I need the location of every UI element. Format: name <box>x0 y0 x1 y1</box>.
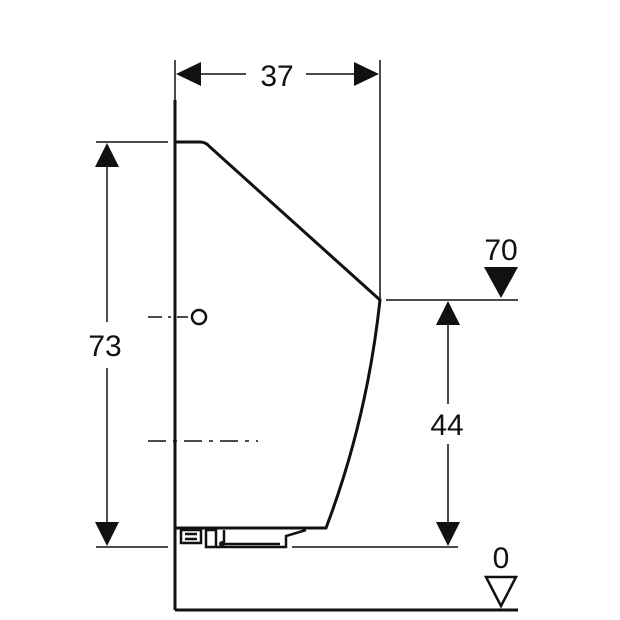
total-height-label: 73 <box>88 330 121 363</box>
outlet-screw <box>219 541 225 547</box>
width-arrow-right <box>354 62 379 86</box>
outlet-detail <box>179 528 307 549</box>
rim-arrow-bottom <box>436 522 460 546</box>
center-lines <box>148 316 258 442</box>
rim-level-label: 70 <box>484 234 517 267</box>
urinal-outline <box>175 140 382 530</box>
water-inlet-symbol <box>190 308 208 326</box>
height-arrow-top <box>95 143 119 167</box>
urinal-body <box>175 140 382 549</box>
width-arrow-left <box>176 62 201 86</box>
total-height-dimension: 73 <box>88 141 168 548</box>
outlet-pipe <box>216 528 307 549</box>
rim-level-triangle <box>484 267 518 298</box>
wall-and-floor <box>173 100 518 612</box>
rim-height-label: 44 <box>430 409 463 442</box>
floor-level-triangle <box>483 575 519 609</box>
outlet-connector <box>204 528 218 549</box>
floor-level-label: 0 <box>493 542 510 575</box>
outlet-inner-pipe <box>222 530 280 546</box>
outlet-box-left <box>179 528 203 545</box>
floor-level-marker: 0 <box>483 542 519 609</box>
width-dimension-label: 37 <box>260 60 293 93</box>
width-dimension: 37 <box>174 60 381 300</box>
rim-arrow-top <box>436 301 460 325</box>
rim-level-marker: 70 <box>484 234 518 298</box>
height-arrow-bottom <box>95 522 119 546</box>
rim-height-dimension: 44 <box>292 299 518 548</box>
